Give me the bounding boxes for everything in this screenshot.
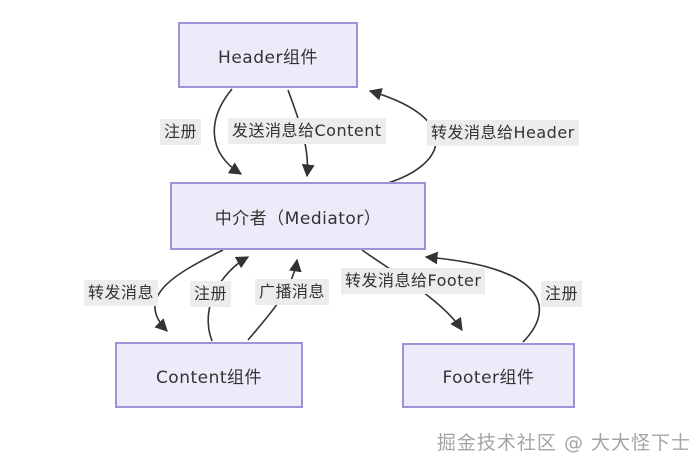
node-content-component: Content组件 [115,342,303,408]
node-header-component: Header组件 [178,22,358,88]
edge-label-broadcast-message: 广播消息 [255,279,330,305]
node-mediator: 中介者（Mediator） [170,182,426,250]
node-footer-component: Footer组件 [402,343,575,408]
node-footer-label: Footer组件 [442,368,535,388]
arrow-mediator-forward-content [154,249,224,332]
edge-label-send-message-to-content: 发送消息给Content [228,118,386,144]
arrow-footer-register-mediator [424,251,541,343]
edge-label-forward-message-to-footer: 转发消息给Footer [341,268,486,294]
edge-label-forward-message: 转发消息 [84,280,159,306]
edge-label-register-footer: 注册 [541,281,583,307]
edge-label-register-header: 注册 [160,119,202,145]
juejin-community-watermark: 掘金技术社区 @ 大大怪下士 [436,432,691,454]
node-content-label: Content组件 [155,367,263,388]
edge-label-register-content: 注册 [190,281,232,307]
arrow-header-register-mediator [213,88,243,175]
edge-label-forward-message-to-header: 转发消息给Header [427,120,579,146]
node-header-label: Header组件 [218,47,318,68]
node-mediator-label: 中介者（Mediator） [214,208,382,229]
